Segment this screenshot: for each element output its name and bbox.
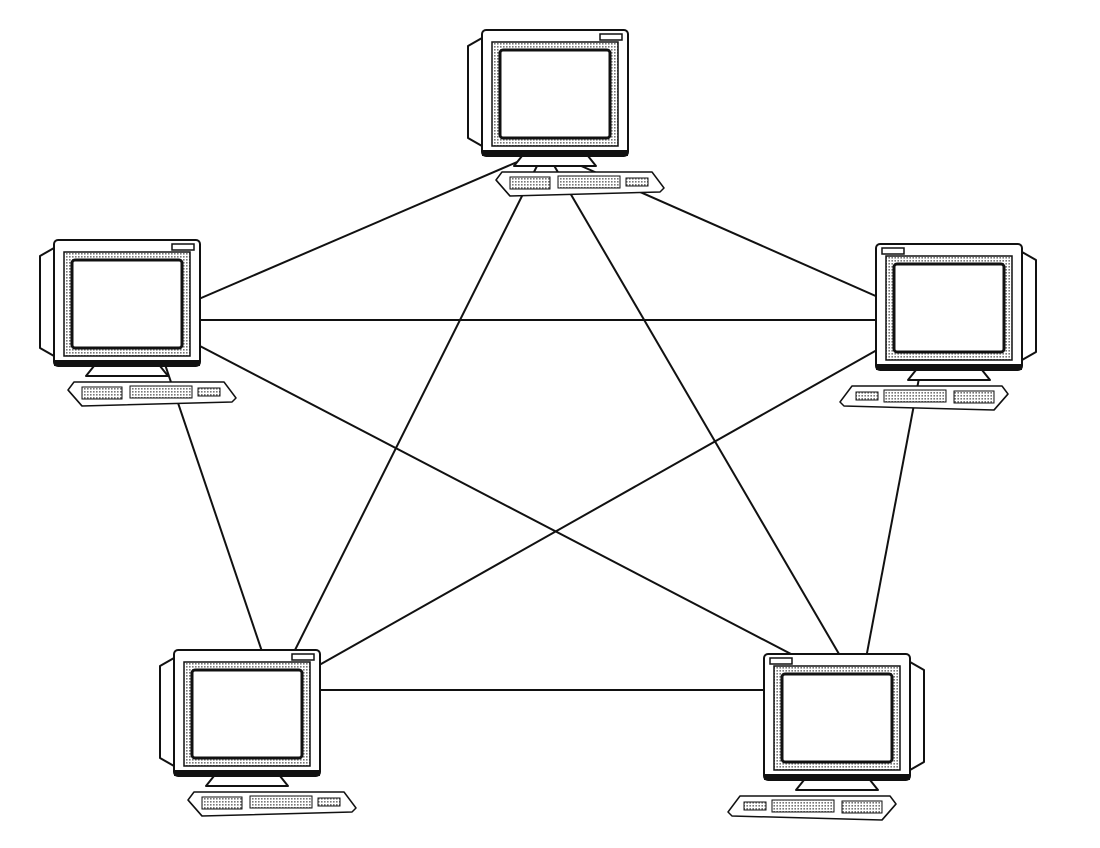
computer-terminal-icon[interactable] — [840, 244, 1036, 410]
computer-terminal-icon[interactable] — [38, 238, 238, 408]
network-links — [149, 149, 931, 691]
computer-terminal-icon[interactable] — [158, 648, 358, 818]
network-link-left-bottom-right — [149, 319, 861, 691]
computer-terminal-icon[interactable] — [728, 654, 924, 820]
network-link-top-bottom-left — [274, 149, 546, 691]
network-link-right-bottom-right — [859, 319, 931, 691]
network-link-top-left — [149, 149, 546, 321]
network-link-right-bottom-left — [274, 319, 931, 691]
network-nodes — [38, 28, 1036, 820]
network-link-top-bottom-right — [544, 149, 861, 691]
